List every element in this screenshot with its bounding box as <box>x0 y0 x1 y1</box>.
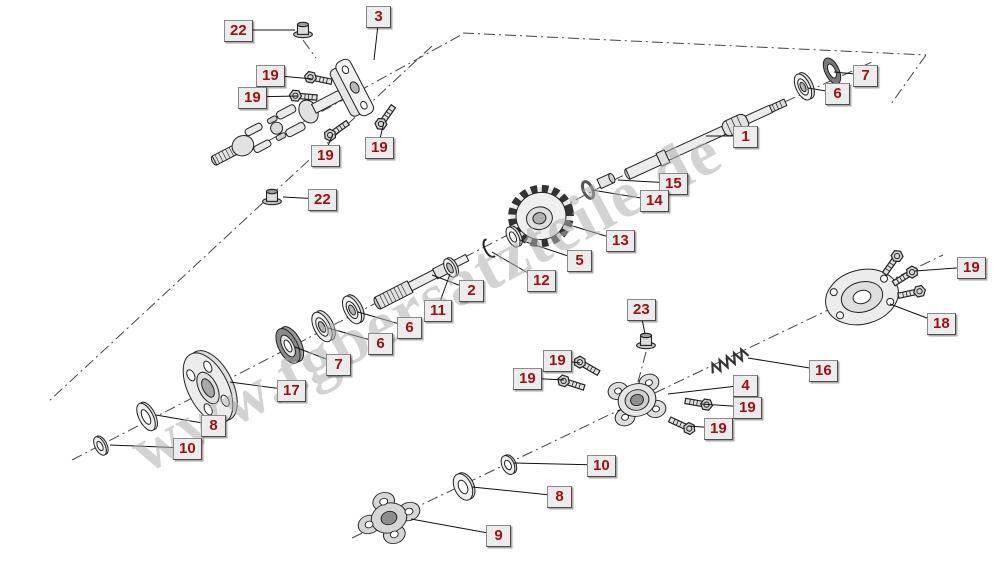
leader-line-10 <box>513 462 601 466</box>
needle-bearing <box>443 257 460 278</box>
part-label-16-29: 16 <box>809 360 838 382</box>
part-label-2-15: 2 <box>459 280 484 302</box>
companion-flange <box>182 350 238 424</box>
thrust-washer <box>505 225 523 248</box>
part-label-13-12: 13 <box>606 230 635 252</box>
part-label-1-9: 1 <box>733 126 758 148</box>
part-label-8-33: 8 <box>547 486 572 508</box>
oil-seal <box>822 57 842 85</box>
part-label-19-28: 19 <box>704 418 733 440</box>
part-label-6-18: 6 <box>368 333 393 355</box>
pinion-gear <box>508 184 574 248</box>
universal-joint-assembly <box>210 58 375 166</box>
part-label-19-31: 19 <box>957 257 986 279</box>
part-label-19-24: 19 <box>543 350 572 372</box>
part-label-19-5: 19 <box>365 137 394 159</box>
part-label-7-7: 7 <box>853 65 878 87</box>
part-label-10-22: 10 <box>173 438 202 460</box>
part-label-17-20: 17 <box>277 380 306 402</box>
part-label-6-17: 6 <box>397 317 422 339</box>
part-label-5-13: 5 <box>567 250 592 272</box>
part-label-8-21: 8 <box>201 415 226 437</box>
part-label-22-6: 22 <box>308 189 337 211</box>
spacer-bush <box>596 172 616 190</box>
lock-washer <box>93 435 109 456</box>
part-label-3-1: 3 <box>366 6 391 28</box>
leader-line-9 <box>410 518 500 536</box>
part-label-22-0: 22 <box>224 20 253 42</box>
ball-bearing <box>311 310 336 343</box>
o-ring <box>580 180 596 200</box>
part-label-19-2: 19 <box>256 65 285 87</box>
leader-line-8 <box>471 486 561 497</box>
part-label-7-19: 7 <box>326 354 351 376</box>
part-label-19-27: 19 <box>733 397 762 419</box>
spring <box>711 346 750 374</box>
lock-washer <box>500 454 518 475</box>
drive-flange-star <box>357 491 421 545</box>
flat-washer <box>136 401 158 432</box>
part-label-14-11: 14 <box>640 190 669 212</box>
ball-bearing <box>793 72 815 101</box>
part-label-19-4: 19 <box>311 145 340 167</box>
flat-washer <box>452 472 476 501</box>
coupling-flange <box>607 373 667 427</box>
part-label-6-8: 6 <box>825 83 850 105</box>
circlip <box>482 238 496 258</box>
part-label-9-34: 9 <box>486 525 511 547</box>
part-label-11-16: 11 <box>424 300 452 322</box>
part-label-10-32: 10 <box>587 455 616 477</box>
part-label-19-3: 19 <box>238 87 267 109</box>
part-label-15-10: 15 <box>659 173 688 195</box>
part-label-12-14: 12 <box>527 270 556 292</box>
bearing-cover <box>825 268 899 326</box>
part-label-4-26: 4 <box>733 375 758 397</box>
part-label-19-25: 19 <box>513 368 542 390</box>
part-label-23-23: 23 <box>627 299 656 321</box>
part-label-18-30: 18 <box>927 313 956 335</box>
ball-bearing <box>341 294 365 325</box>
